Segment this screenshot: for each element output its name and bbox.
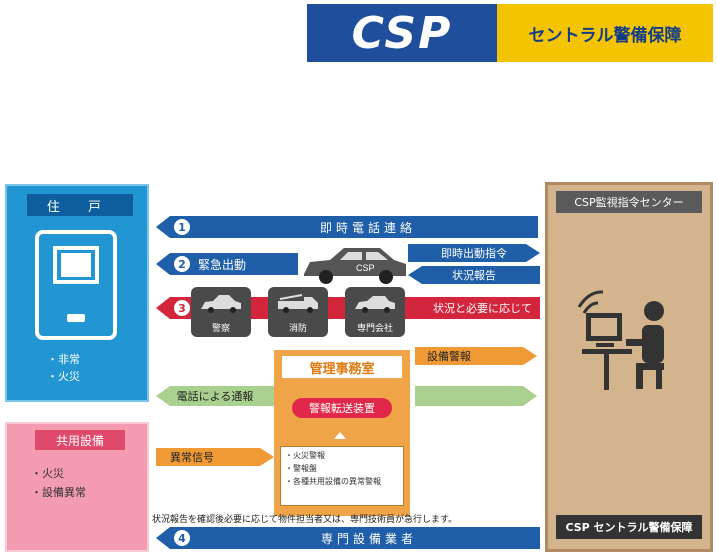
specialist-label: 専門会社 (356, 324, 393, 334)
car-label: CSP (356, 263, 375, 273)
common-facilities-box: 共用設備 ・火災 ・設備異常 (5, 422, 149, 552)
arrow-3-label: 状況と必要に応じて (433, 302, 532, 315)
office-title: 管理事務室 (282, 356, 402, 378)
office-list-item: ・各種共用設備の異常警報 (285, 477, 381, 486)
police-car-glyph (201, 295, 241, 313)
common-note-equipment: ・設備異常 (31, 486, 86, 499)
residence-note-emergency: ・非常 (47, 353, 80, 366)
arrow-dispatch-order: 即時出動指令 (408, 244, 540, 262)
office-list-item: ・警報盤 (285, 464, 317, 473)
up-arrow-icon (334, 432, 346, 439)
center-title: CSP監視指令センター (556, 191, 702, 213)
panel-screen-inner (61, 253, 91, 277)
fire-truck-icon: 消防 (268, 287, 328, 337)
specialist-car-icon: 専門会社 (345, 287, 405, 337)
arrow-specialist-contractor: 4 専門設備業者 (156, 527, 540, 549)
residence-note-fire: ・火災 (47, 370, 80, 383)
arrow-1-number: 1 (174, 219, 190, 235)
arrow-1-label: 即時電話連絡 (319, 220, 416, 235)
csp-patrol-car-icon: CSP (304, 248, 406, 284)
police-label: 警察 (211, 324, 230, 334)
specialist-car-glyph (355, 296, 395, 313)
logo-company-name: セントラル警備保障 (497, 4, 713, 62)
fire-truck-glyph (278, 294, 318, 313)
arrow-abnormal-signal: 異常信号 (156, 448, 274, 466)
arrow-3-number: 3 (174, 300, 190, 316)
arrow-equipment-alarm: 設備警報 (415, 347, 537, 365)
logo-mark: CSP (307, 4, 497, 62)
panel-button (67, 314, 85, 322)
residence-box: 住 戸 ・非常 ・火災 (5, 184, 149, 402)
arrow-2-label: 緊急出動 (198, 257, 247, 272)
alarm-transfer-device: 警報転送装置 (292, 398, 392, 418)
police-car-icon: 警察 (191, 287, 251, 337)
monitoring-center-box: CSP監視指令センター CSP セントラル警備保障 (545, 182, 713, 552)
footnote: 状況報告を確認後必要に応じて物件担当者又は、専門技術員が急行します。 (152, 515, 458, 525)
common-facilities-title: 共用設備 (35, 430, 125, 450)
management-office-box: 管理事務室 警報転送装置 ・火災警報 ・警報盤 ・各種共用設備の異常警報 (274, 350, 410, 516)
company-logo: CSP セントラル警備保障 (307, 4, 713, 62)
panel-screen (53, 246, 99, 284)
operator-at-monitor-icon (577, 290, 664, 390)
arrow-4-number: 4 (174, 530, 190, 546)
common-note-fire: ・火災 (31, 467, 64, 480)
arrow-emergency-dispatch: 2 緊急出動 (156, 253, 298, 275)
fire-label: 消防 (288, 324, 307, 334)
center-footer-logo: CSP セントラル警備保障 (556, 515, 702, 539)
arrow-2-number: 2 (174, 256, 190, 272)
office-alarm-list: ・火災警報 ・警報盤 ・各種共用設備の異常警報 (280, 446, 404, 506)
alarm-panel-icon (35, 230, 117, 340)
arrow-immediate-phone: 1 即時電話連絡 (156, 216, 538, 238)
arrow-phone-report: 電話による通報 (156, 386, 274, 406)
arrow-status-report: 状況報告 (408, 266, 540, 284)
arrow-phone-report-to-center (415, 386, 537, 406)
common-facilities-notes: ・火災 ・設備異常 (31, 464, 86, 502)
residence-notes: ・非常 ・火災 (47, 351, 80, 385)
arrow-4-label: 専門設備業者 (320, 531, 417, 546)
office-list-item: ・火災警報 (285, 451, 325, 460)
residence-title: 住 戸 (27, 194, 133, 216)
